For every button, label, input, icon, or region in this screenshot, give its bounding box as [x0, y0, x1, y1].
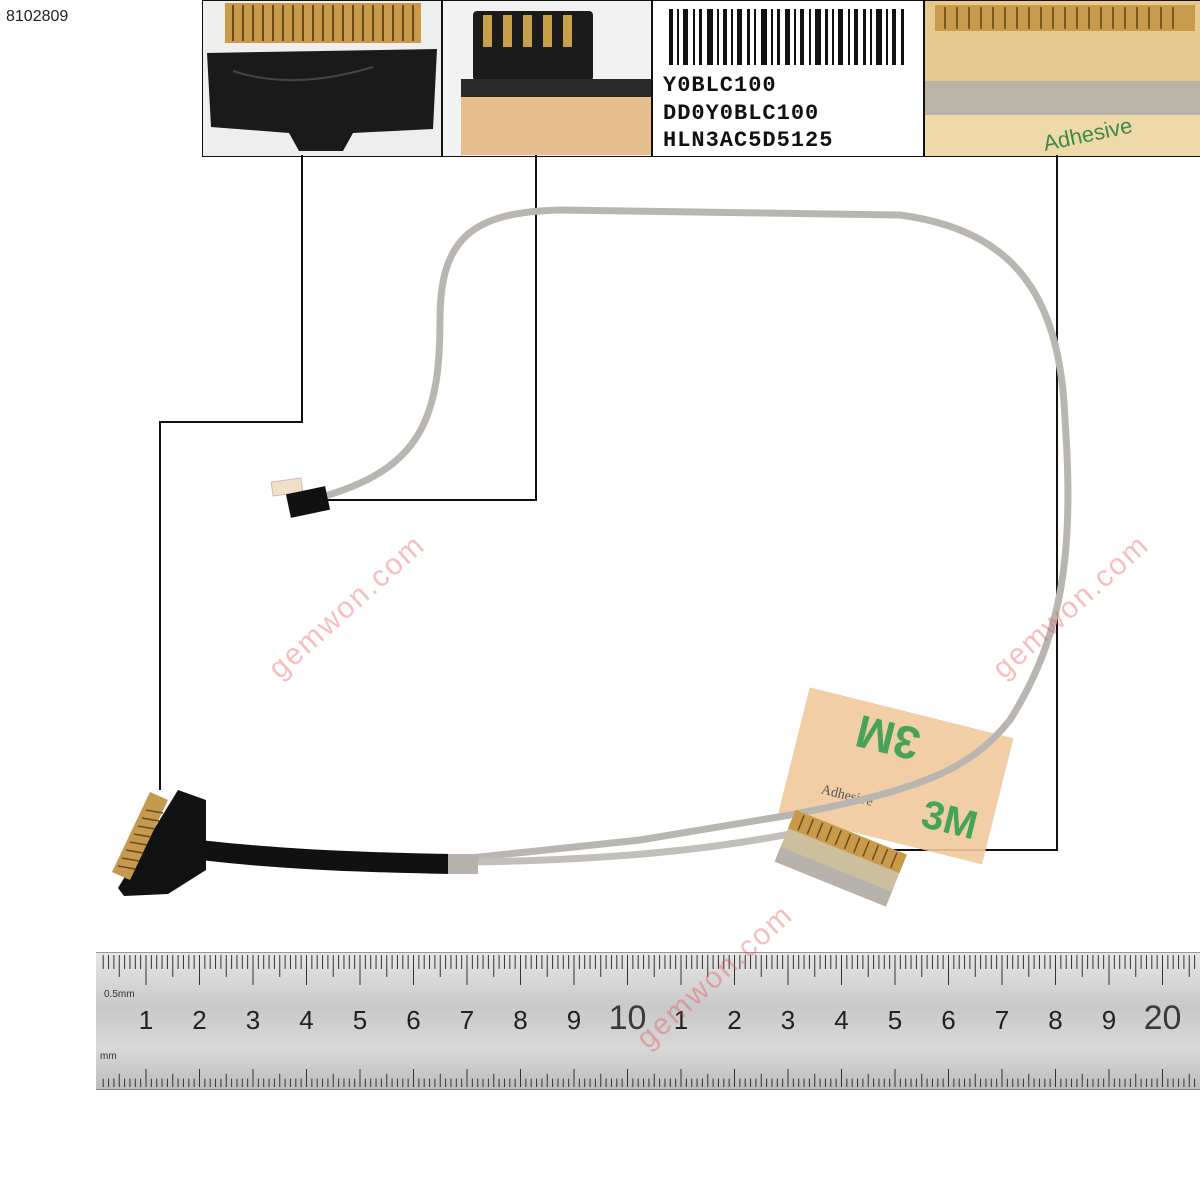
inset-connector-closeup	[202, 0, 442, 157]
ruler-number: 5	[887, 1005, 903, 1035]
ruler-unit-bottom: mm	[100, 1051, 117, 1062]
leader-line-1	[159, 155, 303, 790]
lcd-connector-image: Adhesive	[925, 1, 1200, 156]
ruler-number: 2	[727, 1005, 742, 1035]
label-model-code: Y0BLC100	[663, 73, 777, 98]
connector-closeup-image	[203, 1, 441, 156]
ruler-number: 4	[834, 1005, 849, 1035]
measuring-ruler: 0.5mm mm 12345678910123456789201	[96, 952, 1200, 1090]
inset-lcd-connector: Adhesive	[924, 0, 1200, 157]
ruler-number: 20	[1143, 999, 1182, 1037]
ruler-number: 6	[941, 1005, 956, 1035]
thin-cable	[314, 206, 1072, 862]
black-cable	[198, 840, 451, 874]
ruler-number: 3	[245, 1005, 261, 1035]
ruler-number: 9	[566, 1005, 582, 1035]
ruler-number: 4	[299, 1005, 314, 1035]
ruler-number: 2	[192, 1005, 207, 1035]
ruler-number: 9	[1101, 1005, 1117, 1035]
small-connector-image	[443, 1, 651, 156]
label-part-number: DD0Y0BLC100	[663, 101, 820, 126]
ruler-ticks	[102, 955, 1196, 1087]
ruler-unit-top: 0.5mm	[104, 989, 135, 1000]
product-id: 8102809	[6, 8, 69, 25]
leader-line-2	[310, 155, 537, 501]
ruler-number: 7	[994, 1005, 1010, 1035]
ruler-number: 8	[513, 1005, 528, 1035]
ruler-number: 8	[1048, 1005, 1063, 1035]
ruler-number: 1	[138, 1005, 154, 1035]
barcode	[653, 1, 923, 71]
inset-small-connector	[442, 0, 652, 157]
ruler-number: 5	[352, 1005, 368, 1035]
adhesive-tape: 3M 3M Adhesive	[778, 687, 1014, 865]
ruler-number: 10	[608, 999, 647, 1037]
ruler-number: 6	[406, 1005, 421, 1035]
main-connector-left	[112, 790, 206, 896]
ruler-number: 1	[673, 1005, 689, 1035]
label-serial-code: HLN3AC5D5125	[663, 128, 834, 153]
ruler-number: 3	[780, 1005, 796, 1035]
small-connector	[270, 477, 331, 518]
ruler-number: 7	[459, 1005, 475, 1035]
part-label: Y0BLC100 DD0Y0BLC100 HLN3AC5D5125	[652, 0, 924, 157]
lcd-connector-right	[774, 809, 907, 907]
